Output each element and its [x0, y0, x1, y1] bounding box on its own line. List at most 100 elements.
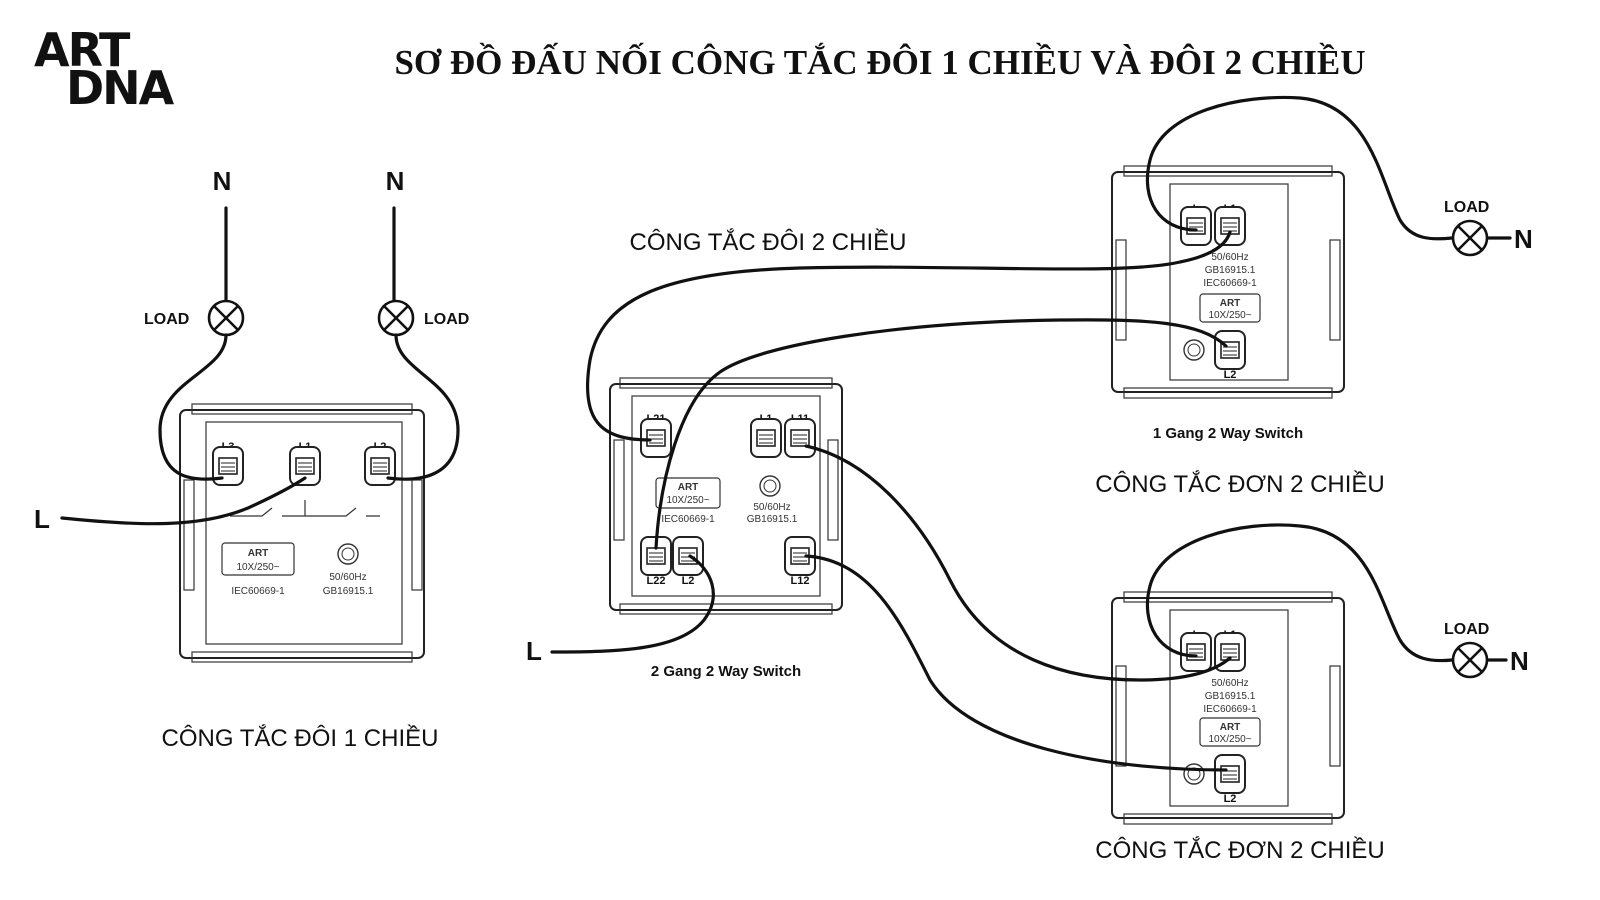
rating-text: 10X/250~ [1208, 734, 1251, 745]
lamp-icon-bottom-right [1451, 641, 1489, 679]
internal-contacts [230, 500, 380, 517]
neutral-label-left: N [213, 166, 232, 196]
switch-bottom-rim [1123, 387, 1333, 399]
load-label-bottom-right: LOAD [1444, 621, 1489, 638]
terminal-label-l2: L2 [682, 575, 695, 587]
switch-right-clip [1329, 239, 1341, 341]
load-label-top-right: LOAD [1444, 199, 1489, 216]
wire-line-to-l1 [60, 476, 307, 526]
terminal-screw-l11 [784, 418, 816, 458]
standard-text-1: GB16915.1 [1205, 265, 1256, 276]
line-label-left: L [34, 504, 50, 534]
terminal-screw-l1 [1214, 206, 1246, 246]
caption-double-one-way: CÔNG TẮC ĐÔI 1 CHIỀU [162, 724, 439, 752]
standard-text-1: GB16915.1 [1205, 691, 1256, 702]
frequency-text: 50/60Hz [1211, 678, 1248, 689]
standard-text-2: GB16915.1 [747, 514, 798, 525]
frequency-text: 50/60Hz [1211, 252, 1248, 263]
logo-line-1: ART [34, 23, 131, 77]
rating-text: 10X/250~ [236, 562, 279, 573]
switch-top-rim [191, 403, 413, 415]
terminal-label-l2: L2 [1224, 369, 1237, 381]
lamp-icon-left [207, 299, 245, 337]
caption-single-two-way-top: CÔNG TẮC ĐƠN 2 CHIỀU [1095, 470, 1385, 498]
brand-plate-logo: ART [248, 548, 269, 559]
switch-top-rim [1123, 591, 1333, 603]
brand-plate [655, 477, 721, 509]
wire-common-l-to-load-top [1145, 95, 1454, 241]
model-label-single-two-way: 1 Gang 2 Way Switch [1153, 425, 1303, 442]
wire-line-to-l2-middle [550, 554, 715, 654]
terminal-label-l2: L2 [1224, 793, 1237, 805]
switch-right-clip [827, 439, 839, 541]
lamp-icon-top-right [1451, 219, 1489, 257]
standard-text-1: IEC60669-1 [661, 514, 715, 525]
certification-icon [1183, 339, 1205, 361]
terminal-screw-l21 [640, 418, 672, 458]
terminal-screw-l1 [750, 418, 782, 458]
logo-line-2: DNA [66, 61, 175, 115]
terminal-screw-l2 [1214, 330, 1246, 370]
switch-center-plate [1169, 609, 1289, 807]
wire-load-left-to-l3 [158, 333, 228, 481]
wire-common-l-to-load-bottom [1145, 523, 1454, 663]
brand-plate-logo: ART [1220, 722, 1241, 733]
frequency-text: 50/60Hz [329, 572, 366, 583]
brand-plate-logo: ART [1220, 298, 1241, 309]
switch-left-clip [1115, 665, 1127, 767]
switch-top-rim [1123, 165, 1333, 177]
terminal-screw-l2 [1214, 754, 1246, 794]
model-label-double-two-way: 2 Gang 2 Way Switch [651, 663, 801, 680]
wire-l22-to-top-l2 [654, 318, 1228, 550]
switch-left-clip [613, 439, 625, 541]
terminal-label-l12: L12 [791, 575, 810, 587]
terminal-screw-l [1180, 632, 1212, 672]
rating-text: 10X/250~ [1208, 310, 1251, 321]
neutral-label-top-right: N [1514, 224, 1533, 254]
switch-single-two-way-top: L L1 L2 50/60Hz GB16915.1 IEC60669-1 ART… [1111, 165, 1345, 399]
certification-icon [337, 543, 359, 565]
standard-text-2: IEC60669-1 [1203, 704, 1257, 715]
lamp-icon-right [377, 299, 415, 337]
switch-double-one-way: L3 L1 L2 ART 10X/250~ IEC60669-1 50/60Hz… [179, 403, 425, 663]
page-title: SƠ ĐỒ ĐẤU NỐI CÔNG TẮC ĐÔI 1 CHIỀU VÀ ĐÔ… [394, 41, 1365, 82]
terminal-label-l22: L22 [647, 575, 666, 587]
brand-plate-logo: ART [678, 482, 699, 493]
switch-right-clip [1329, 665, 1341, 767]
logo: ART DNA [34, 23, 177, 115]
switch-bottom-rim [191, 651, 413, 663]
standard-text-1: IEC60669-1 [231, 586, 285, 597]
brand-plate [221, 542, 295, 576]
neutral-label-right: N [386, 166, 405, 196]
standard-text-2: GB16915.1 [323, 586, 374, 597]
brand-plate [1199, 293, 1261, 323]
terminal-screw-l [1180, 206, 1212, 246]
wire-load-right-to-l2 [386, 333, 460, 481]
wire-l11-to-bottom-l1 [804, 444, 1232, 682]
wire-l21-to-top-l1 [585, 230, 1232, 442]
switch-bottom-rim [619, 603, 833, 615]
load-label-right: LOAD [424, 311, 469, 328]
caption-double-two-way: CÔNG TẮC ĐÔI 2 CHIỀU [630, 228, 907, 256]
switch-center-plate [1169, 183, 1289, 381]
switch-inner-plate [631, 395, 821, 597]
certification-icon [759, 475, 781, 497]
rating-text: 10X/250~ [666, 495, 709, 506]
wire-l12-to-bottom-l2 [804, 554, 1228, 772]
brand-plate [1199, 717, 1261, 747]
load-label-left: LOAD [144, 311, 189, 328]
switch-bottom-rim [1123, 813, 1333, 825]
switch-single-two-way-bottom: L L1 L2 50/60Hz GB16915.1 IEC60669-1 ART… [1111, 591, 1345, 825]
neutral-label-bottom-right: N [1510, 646, 1529, 676]
switch-left-clip [183, 479, 195, 591]
switch-inner-plate [205, 421, 403, 645]
standard-text-2: IEC60669-1 [1203, 278, 1257, 289]
switch-left-clip [1115, 239, 1127, 341]
frequency-text: 50/60Hz [753, 502, 790, 513]
certification-icon [1183, 763, 1205, 785]
switch-double-two-way: L21 L1 L11 L22 L2 L12 ART 10X/250~ IEC60… [609, 377, 843, 615]
switch-top-rim [619, 377, 833, 389]
terminal-screw-l2 [672, 536, 704, 576]
caption-single-two-way-bottom: CÔNG TẮC ĐƠN 2 CHIỀU [1095, 836, 1385, 864]
